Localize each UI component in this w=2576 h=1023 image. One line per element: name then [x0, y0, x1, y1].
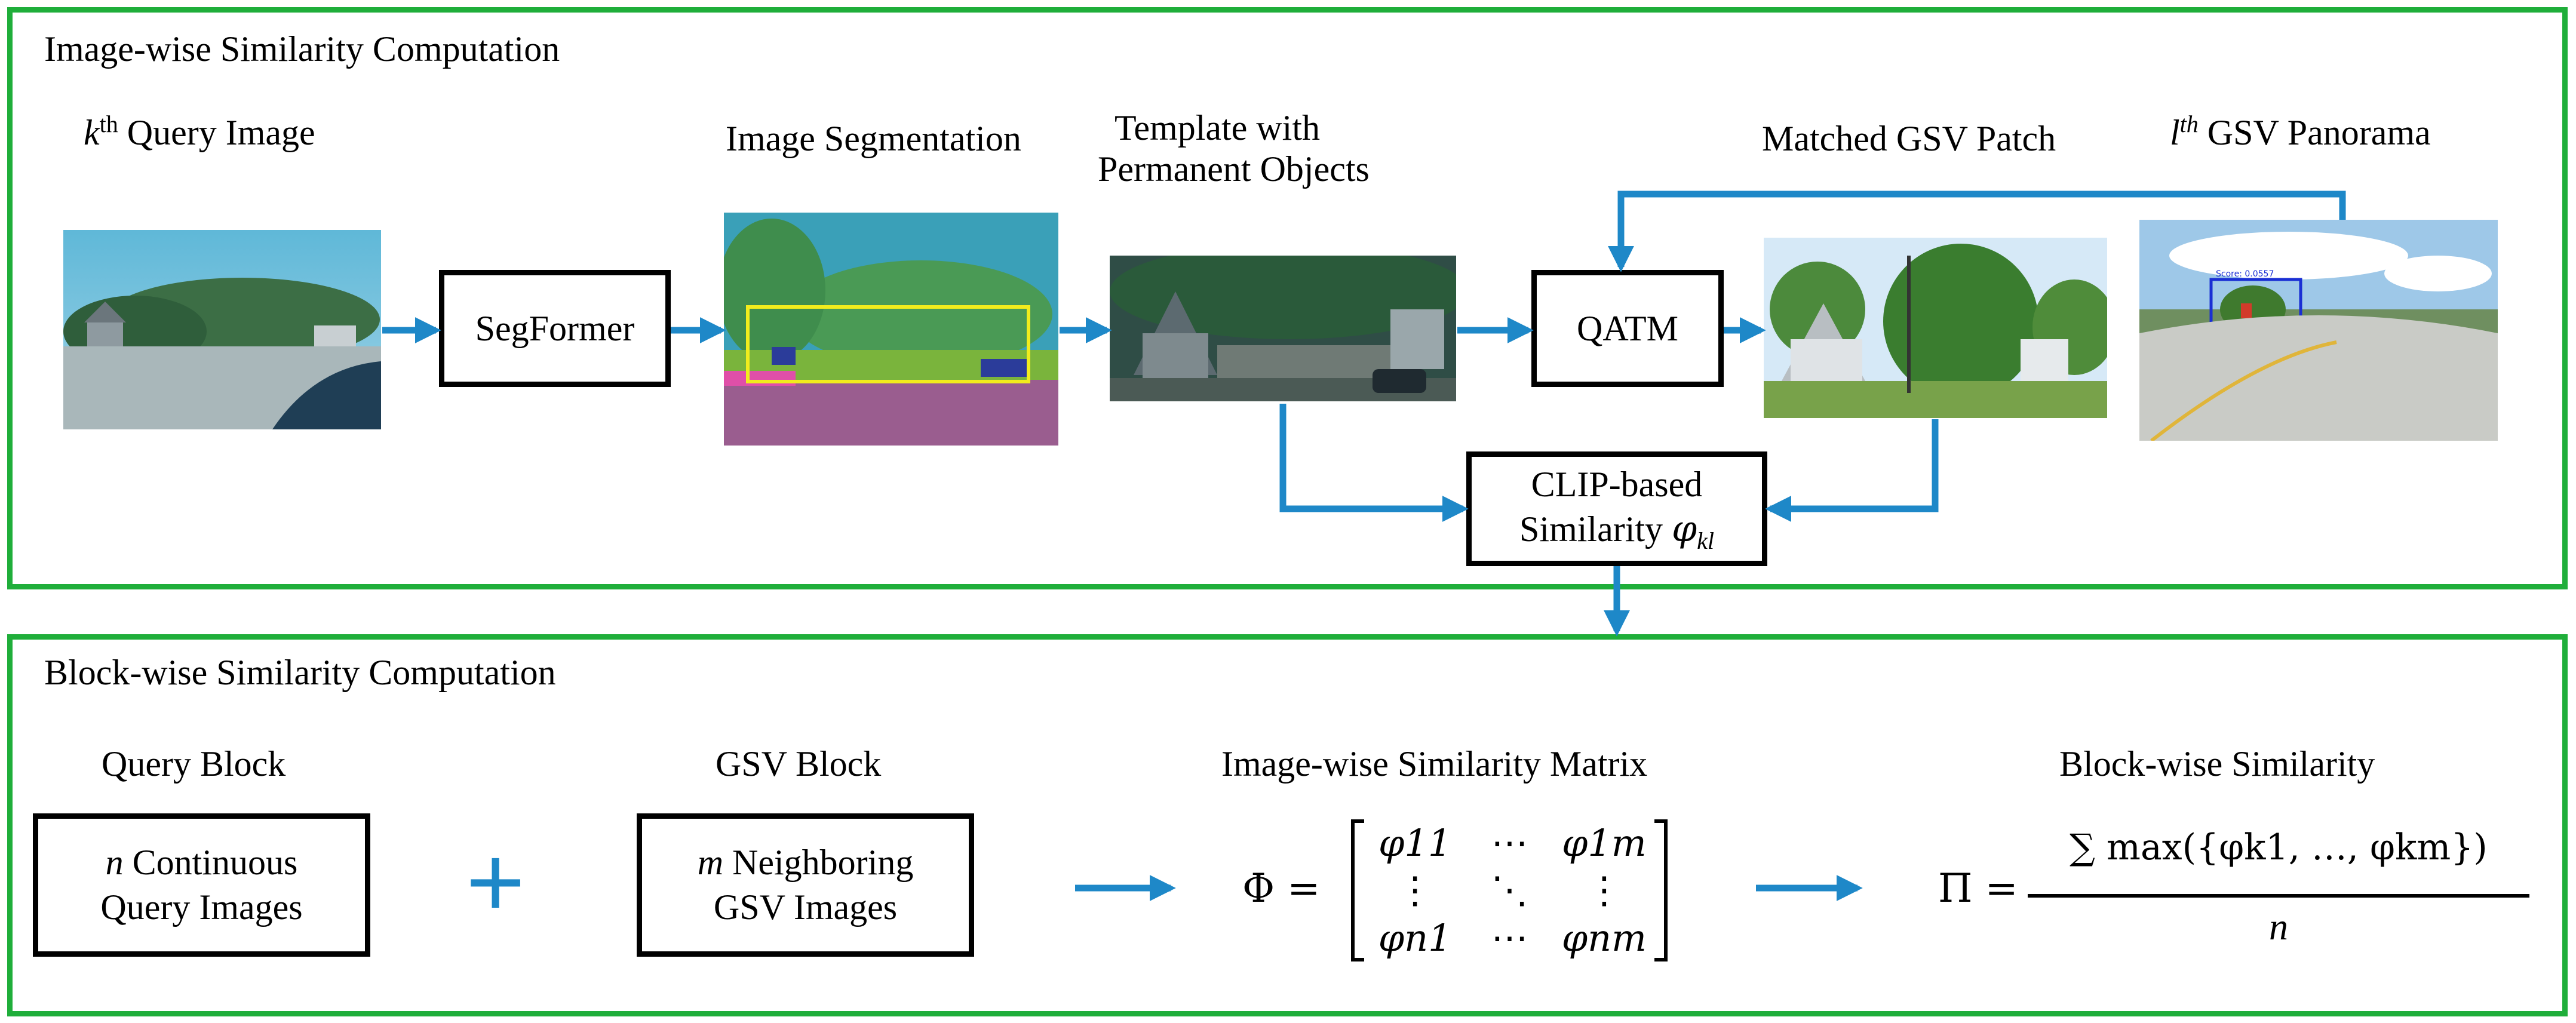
- matched-gsv-image: [1764, 238, 2107, 418]
- clip-similarity-box: CLIP-based Similarity φkl: [1466, 451, 1767, 566]
- matrix-cell: φ11: [1378, 821, 1452, 865]
- query-block-line1: n Continuous: [100, 840, 302, 885]
- matched-gsv-label: Matched GSV Patch: [1762, 119, 2056, 158]
- query-block-line2: Query Images: [100, 887, 303, 927]
- panorama-label: lth GSV Panorama: [2170, 110, 2431, 153]
- gsv-block-label: GSV Block: [716, 744, 882, 784]
- segformer-label: SegFormer: [475, 308, 635, 348]
- matrix-cell: ⋮: [1396, 868, 1434, 913]
- matrix-cell: ⋱: [1491, 868, 1528, 913]
- arrow-panorama-to-qatm: [1608, 191, 2346, 272]
- n-variable: n: [105, 843, 124, 882]
- qatm-label: QATM: [1576, 308, 1678, 348]
- th-superscript: th: [2179, 110, 2199, 137]
- segmentation-label: Image Segmentation: [726, 119, 1021, 158]
- block-wise-title: Block-wise Similarity Computation: [44, 653, 556, 692]
- panorama-image: Score: 0.0557: [2139, 220, 2498, 441]
- query-image: [63, 230, 381, 429]
- matrix-cell: ⋮: [1585, 868, 1623, 913]
- query-block-box: n Continuous Query Images: [33, 813, 370, 957]
- template-label-line2: Permanent Objects: [1098, 149, 1370, 189]
- l-variable: l: [2170, 113, 2180, 152]
- pi-lhs: Π =: [1938, 865, 2018, 911]
- matrix-cell: φ1m: [1561, 821, 1647, 865]
- clip-line2: Similarity φkl: [1519, 507, 1714, 556]
- k-variable: k: [84, 113, 100, 152]
- segmentation-image: [724, 213, 1058, 446]
- matrix-grid: φ11 ⋯ φ1m ⋮ ⋱ ⋮ φn1 ⋯ φnm: [1368, 819, 1651, 961]
- blockwise-label: Block-wise Similarity: [2059, 744, 2375, 784]
- matrix-label: Image-wise Similarity Matrix: [1221, 744, 1648, 784]
- matrix-bracket-right: [1654, 819, 1668, 961]
- template-label-line1: Template with: [1114, 108, 1321, 148]
- arrow-template-to-clip: [1279, 404, 1469, 522]
- phi-symbol: φ: [1672, 508, 1697, 550]
- query-image-text: Query Image: [127, 113, 315, 152]
- matrix-bracket-left: [1351, 819, 1364, 961]
- image-wise-title: Image-wise Similarity Computation: [44, 29, 560, 69]
- clip-similarity-word: Similarity: [1519, 509, 1663, 549]
- pi-numerator: ∑ max({φk1, …, φkm}): [2070, 827, 2488, 868]
- gsv-block-line2: GSV Images: [713, 887, 898, 927]
- gsv-block-box: m Neighboring GSV Images: [637, 813, 974, 957]
- kl-subscript: kl: [1697, 527, 1714, 554]
- panorama-text: GSV Panorama: [2207, 113, 2431, 152]
- n-variable: n: [2269, 905, 2288, 948]
- gsv-block-line1: m Neighboring: [698, 840, 914, 885]
- template-image: [1110, 256, 1456, 401]
- clip-line1: CLIP-based: [1531, 464, 1703, 504]
- m-variable: m: [697, 843, 724, 882]
- pi-denominator: n: [2028, 905, 2529, 949]
- block-wise-panel: [7, 634, 2568, 1016]
- plus-sign: +: [466, 825, 526, 939]
- matrix-cell: φn1: [1378, 916, 1452, 960]
- th-superscript: th: [99, 110, 118, 137]
- matrix-cell: ⋯: [1491, 821, 1528, 865]
- arrow-matched-to-clip: [1765, 419, 1939, 522]
- gsv-block-neighboring: Neighboring: [732, 843, 914, 882]
- segformer-box: SegFormer: [439, 270, 671, 387]
- matrix-cell: ⋯: [1491, 916, 1528, 960]
- panorama-score-text: Score: 0.0557: [2216, 269, 2274, 279]
- matrix-cell: φnm: [1561, 916, 1647, 960]
- query-block-label: Query Block: [102, 744, 286, 784]
- matrix-lhs: Φ =: [1242, 865, 1321, 911]
- pi-fraction-bar: [2028, 894, 2529, 898]
- image-wise-panel: [7, 7, 2568, 589]
- query-image-label: kth Query Image: [84, 110, 315, 153]
- template-label: Template with Permanent Objects: [1098, 107, 1370, 190]
- qatm-box: QATM: [1531, 270, 1724, 387]
- query-block-continuous: Continuous: [132, 843, 298, 882]
